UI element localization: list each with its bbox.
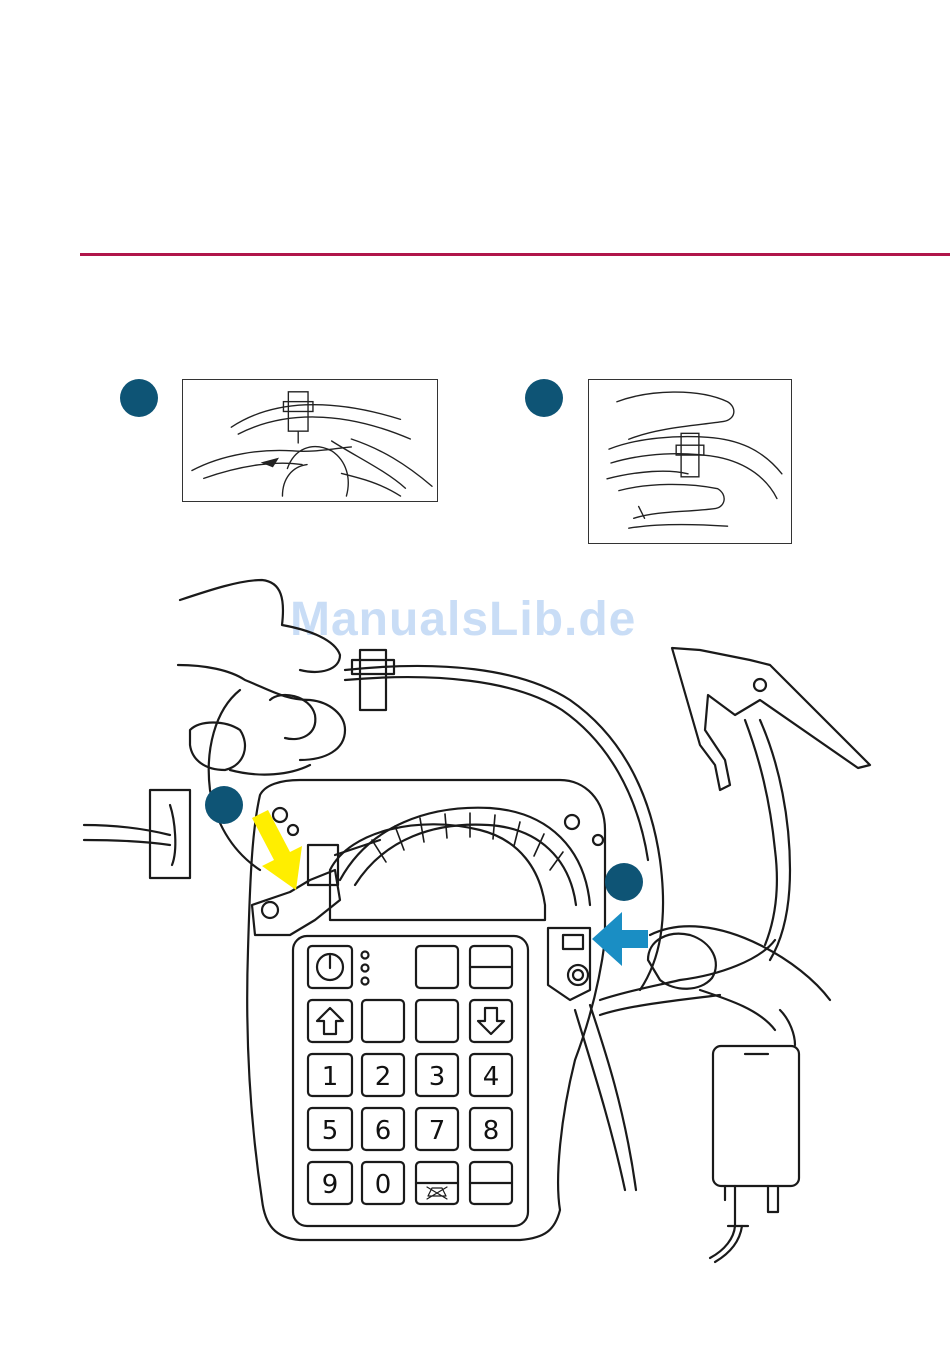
hand-top-left <box>180 580 340 672</box>
key-7-label: 7 <box>429 1116 446 1146</box>
key-blank-3[interactable] <box>416 1000 458 1042</box>
step-marker-left <box>120 379 158 417</box>
key-power[interactable] <box>308 946 352 988</box>
key-split-1[interactable] <box>470 946 512 988</box>
key-8-label: 8 <box>483 1116 500 1146</box>
key-9-label: 9 <box>322 1170 339 1200</box>
key-6-label: 6 <box>375 1116 392 1146</box>
key-up[interactable] <box>308 1000 352 1042</box>
screw-top-left <box>273 808 287 822</box>
inset-illustration-clip-closed <box>588 379 792 544</box>
clip-closed-drawing <box>589 380 791 543</box>
arrow-down-icon <box>478 1008 504 1034</box>
pump-loading-illustration: 1 2 3 4 5 6 7 8 9 0 <box>0 560 950 1348</box>
step-marker-right <box>525 379 563 417</box>
key-down[interactable] <box>470 1000 512 1042</box>
section-divider <box>80 253 950 256</box>
arrow-up-icon <box>317 1008 343 1034</box>
key-4-label: 4 <box>483 1062 500 1092</box>
bell-cross-icon <box>427 1187 447 1199</box>
key-split-2[interactable] <box>470 1162 512 1204</box>
screw-top-right <box>565 815 579 829</box>
clip-open-drawing <box>183 380 437 501</box>
pump-rotor-window <box>330 824 545 920</box>
fluid-bag <box>713 1046 799 1186</box>
key-2-label: 2 <box>375 1062 392 1092</box>
key-3-label: 3 <box>429 1062 446 1092</box>
key-1-label: 1 <box>322 1062 339 1092</box>
key-5-label: 5 <box>322 1116 339 1146</box>
iv-pole-clamp <box>672 648 870 790</box>
key-blank-2[interactable] <box>362 1000 404 1042</box>
insert-arrow-blue <box>592 912 648 966</box>
inset-illustration-clip-open <box>182 379 438 502</box>
key-0-label: 0 <box>375 1170 392 1200</box>
step-marker-main-left <box>205 786 243 824</box>
key-blank-1[interactable] <box>416 946 458 988</box>
key-silence[interactable] <box>416 1162 458 1204</box>
step-marker-main-right <box>605 863 643 901</box>
status-indicator-dots <box>362 952 369 985</box>
